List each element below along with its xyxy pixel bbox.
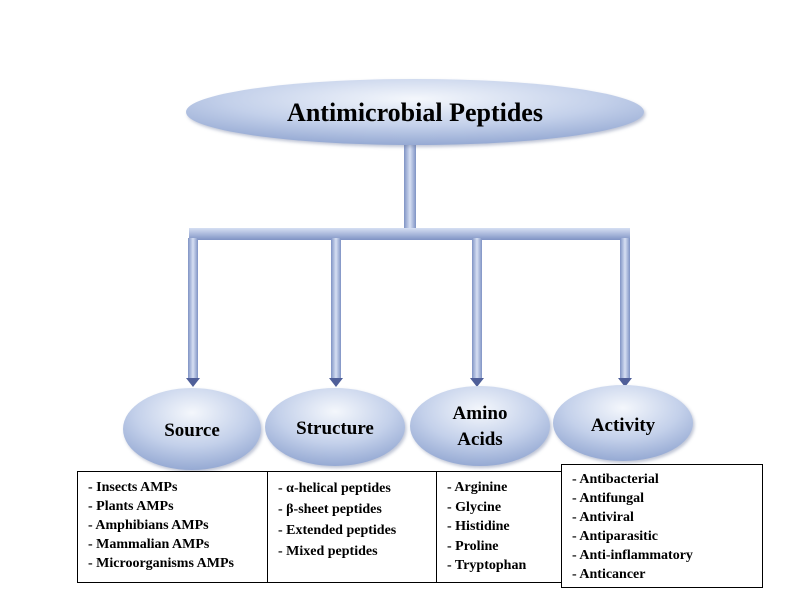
category-label-structure: Structure — [296, 418, 374, 439]
list-item: - Arginine — [447, 480, 508, 495]
list-item: - Plants AMPs — [88, 499, 174, 514]
category-label-source: Source — [164, 420, 220, 441]
list-item: - Antifungal — [572, 491, 644, 506]
list-item: - Amphibians AMPs — [88, 518, 209, 533]
category-label-activity: Activity — [591, 415, 656, 436]
root-node: Antimicrobial Peptides — [186, 79, 644, 145]
list-item: - Glycine — [447, 499, 502, 515]
list-item: - Antiviral — [572, 510, 634, 525]
category-node-activity: Activity — [553, 385, 693, 461]
branch-arrow-source — [186, 238, 200, 387]
list-item: - Microorganisms AMPs — [88, 556, 234, 571]
list-item: - Mammalian AMPs — [88, 537, 210, 552]
list-box-activity: - Antibacterial - Antifungal - Antiviral… — [561, 464, 763, 588]
list-box-structure: - α-helical peptides - β-sheet peptides … — [267, 471, 437, 583]
category-label-amino-line1: Amino — [453, 403, 508, 424]
root-label: Antimicrobial Peptides — [287, 98, 543, 127]
branch-arrow-activity — [618, 238, 632, 387]
list-item: - Extended peptides — [278, 523, 397, 538]
list-item: - Antiparasitic — [572, 529, 658, 544]
list-item: - Anticancer — [572, 567, 646, 582]
list-item: - Mixed peptides — [278, 544, 378, 559]
list-item: - β-sheet peptides — [278, 502, 382, 517]
branch-arrow-amino-acids — [470, 238, 484, 387]
list-item: - α-helical peptides — [278, 481, 391, 496]
category-node-structure: Structure — [265, 388, 405, 466]
list-item: - Histidine — [447, 519, 510, 534]
category-node-amino-acids: Amino Acids — [410, 386, 550, 466]
list-box-amino-acids: - Arginine - Glycine - Histidine - Proli… — [436, 471, 562, 583]
list-item: - Tryptophan — [447, 558, 527, 573]
list-box-source: - Insects AMPs - Plants AMPs - Amphibian… — [77, 471, 268, 583]
branch-arrow-structure — [329, 238, 343, 387]
list-item: - Insects AMPs — [88, 480, 178, 495]
category-node-source: Source — [123, 388, 261, 470]
category-label-amino-line2: Acids — [457, 429, 502, 450]
list-item: - Antibacterial — [572, 472, 659, 487]
list-item: - Proline — [447, 538, 499, 554]
list-item: - Anti-inflammatory — [572, 548, 693, 563]
horizontal-connector-bar — [189, 228, 630, 240]
root-connector-trunk — [404, 143, 416, 231]
